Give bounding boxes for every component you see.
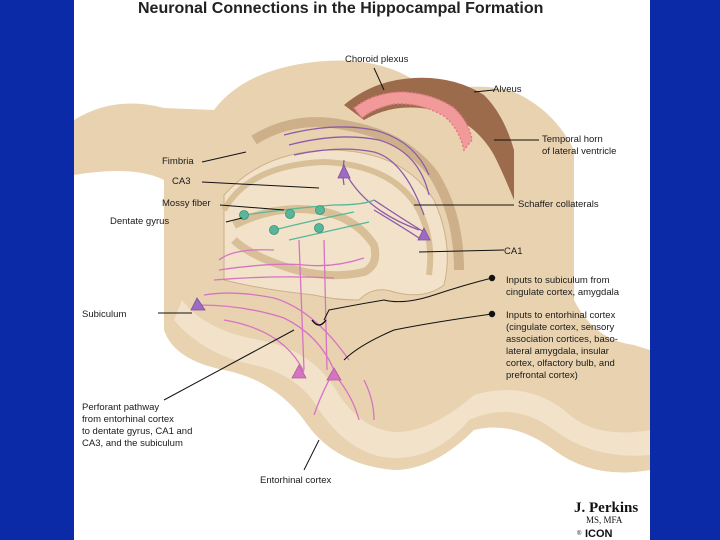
temporal-horn-ventricle [344,77,514,200]
label-inputs-subiculum-2: cingulate cortex, amygdala [506,287,620,298]
signature-logo: ICON [585,528,613,540]
label-inputs-entorhinal-3: association cortices, baso- [506,334,618,345]
signature-credentials: MS, MFA [586,515,623,525]
label-schaffer-collaterals: Schaffer collaterals [518,199,599,210]
input-dot-subiculum [488,274,496,282]
page-title: Neuronal Connections in the Hippocampal … [138,0,544,17]
label-inputs-entorhinal-4: lateral amygdala, insular [506,346,609,357]
label-perforant-1: Perforant pathway [82,402,159,413]
input-dot-entorhinal [488,310,496,318]
label-inputs-entorhinal-2: (cingulate cortex, sensory [506,322,614,333]
hippocampus-diagram: Choroid plexus Alveus Temporal horn of l… [74,54,650,540]
label-fimbria: Fimbria [162,156,194,167]
label-entorhinal-cortex: Entorhinal cortex [260,475,332,486]
pyramidal-neurons [190,164,431,311]
label-perforant-4: CA3, and the subiculum [82,438,183,449]
granule-cells [239,205,325,235]
label-inputs-subiculum-1: Inputs to subiculum from [506,275,610,286]
label-temporal-horn-2: of lateral ventricle [542,146,616,157]
alveus-band [251,117,464,271]
label-alveus: Alveus [493,84,522,95]
cortex-tissue-lower-band [174,300,650,459]
label-ca3: CA3 [172,176,190,187]
perforant-arrow-loop [311,319,327,326]
label-temporal-horn-1: Temporal horn [542,134,603,145]
label-choroid-plexus: Choroid plexus [345,54,409,65]
signature-mark: ® [577,530,582,537]
label-perforant-3: to dentate gyrus, CA1 and [82,426,192,437]
slide-canvas: Neuronal Connections in the Hippocampal … [74,0,650,540]
label-perforant-2: from entorhinal cortex [82,414,174,425]
label-ca1: CA1 [504,246,522,257]
perforant-pathway-paths [198,239,375,421]
label-inputs-entorhinal-5: cortex, olfactory bulb, and [506,358,615,369]
choroid-plexus-shape [352,91,473,152]
label-subiculum: Subiculum [82,309,126,320]
label-dentate-gyrus: Dentate gyrus [110,216,169,227]
dentate-gyrus-curve [231,205,380,280]
signature-name: J. Perkins [574,500,638,516]
entorhinal-neurons [291,364,342,381]
leader-lines [158,67,539,471]
label-mossy-fiber: Mossy fiber [162,198,211,209]
label-inputs-entorhinal-1: Inputs to entorhinal cortex [506,310,616,321]
label-inputs-entorhinal-6: prefrontal cortex) [506,370,578,381]
mossy-fiber-paths [243,199,375,241]
